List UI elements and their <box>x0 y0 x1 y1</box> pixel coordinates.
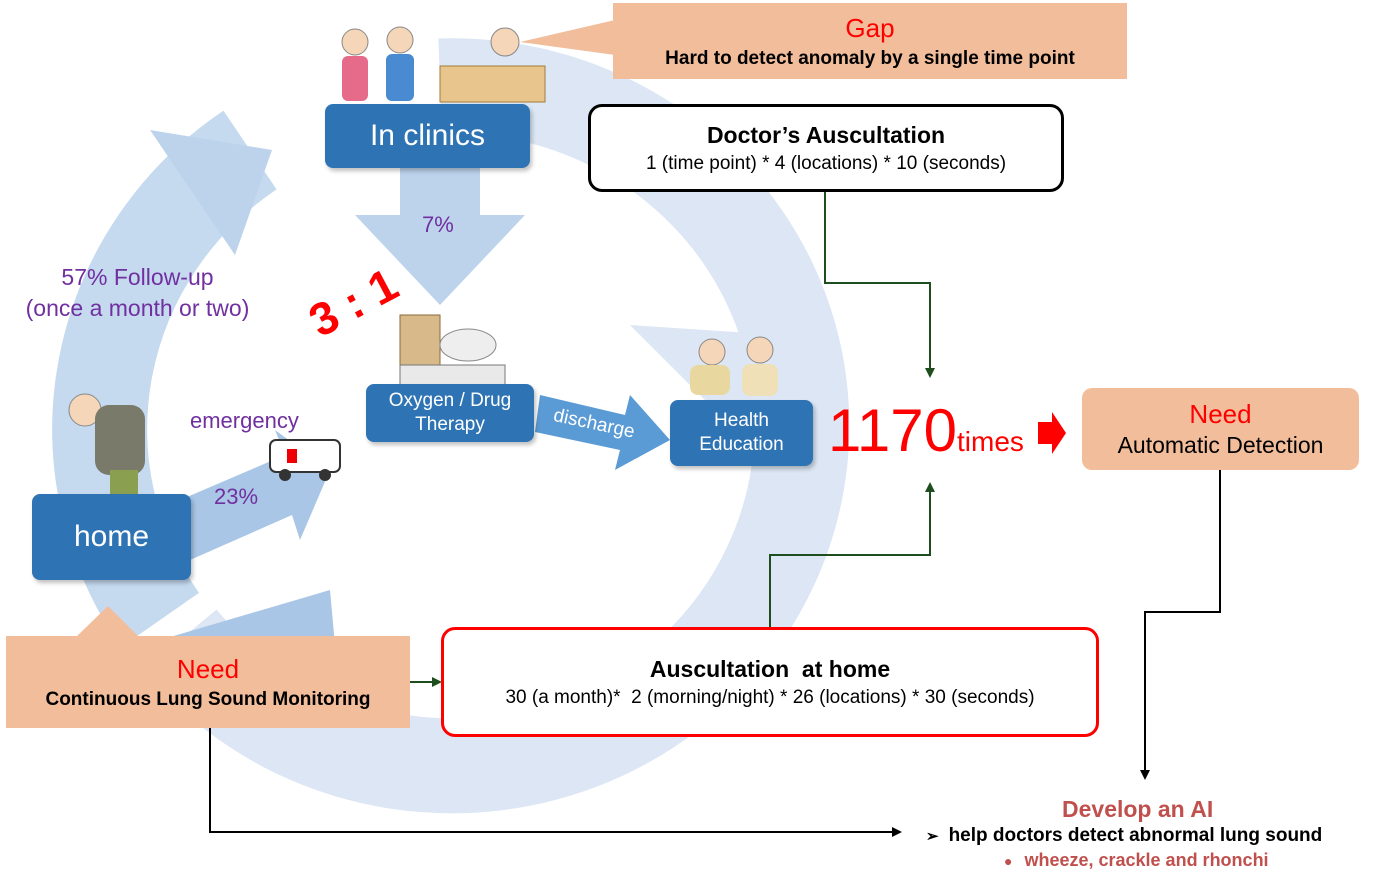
times-number: 1170 <box>828 397 958 464</box>
gap-title: Gap <box>845 12 895 43</box>
need-auto-text: Automatic Detection <box>1117 432 1324 458</box>
home-box: home <box>32 494 191 580</box>
therapy-line2: Therapy <box>415 414 485 435</box>
followup-label: 57% Follow-up (once a month or two) <box>10 262 265 324</box>
health-line1: Health <box>714 410 769 431</box>
doctor-connector <box>824 190 935 378</box>
gap-pointer <box>520 20 615 55</box>
gap-text: Hard to detect anomaly by a single time … <box>665 47 1075 69</box>
ai-title: Develop an AI <box>1062 796 1214 822</box>
hospital-bed-illustration <box>399 314 506 386</box>
home-auscultation-box: Auscultation at home 30 (a month)* 2 (mo… <box>441 627 1099 737</box>
doctor-desk-illustration <box>439 27 546 103</box>
health-box: Health Education <box>670 400 813 466</box>
coughing-man-illustration <box>68 393 145 498</box>
ai-bullet2: ● wheeze, crackle and rhonchi <box>1004 850 1269 871</box>
doctor-auscultation-box: Doctor’s Auscultation 1 (time point) * 4… <box>588 104 1064 192</box>
discharge-arrow <box>535 395 670 470</box>
need-cont-box: Need Continuous Lung Sound Monitoring <box>6 636 410 728</box>
home-label: home <box>73 520 150 553</box>
pct23-label: 23% <box>214 484 259 509</box>
home-ausc-title: Auscultation at home <box>649 655 891 682</box>
clinics-label: In clinics <box>369 119 486 152</box>
times-value: 1170times <box>828 396 1024 465</box>
emergency-label: emergency <box>190 408 299 433</box>
ai-bullet1-text: help doctors detect abnormal lung sound <box>948 825 1323 846</box>
home-ausc-detail: 30 (a month)* 2 (morning/night) * 26 (lo… <box>505 686 1035 708</box>
doctor-detail: 1 (time point) * 4 (locations) * 10 (sec… <box>645 152 1007 174</box>
ai-bullet1: ➢ help doctors detect abnormal lung sound <box>926 825 1322 847</box>
elderly-couple-illustration <box>341 26 414 101</box>
doctor-title: Doctor’s Auscultation <box>706 121 946 148</box>
times-arrow <box>1038 412 1066 454</box>
pct7-label: 7% <box>422 212 454 237</box>
need-auto-title: Need <box>1189 399 1252 429</box>
dot-bullet-icon: ● <box>1004 853 1013 869</box>
home-ausc-connector <box>769 482 935 628</box>
down-arrow <box>355 168 525 305</box>
gap-box: Gap Hard to detect anomaly by a single t… <box>613 3 1127 79</box>
clinics-box: In clinics <box>325 104 530 168</box>
ambulance-illustration <box>269 439 341 481</box>
ai-bullet2-text: wheeze, crackle and rhonchi <box>1024 850 1269 870</box>
followup-arrowhead <box>150 130 272 255</box>
therapy-line1: Oxygen / Drug <box>388 390 512 411</box>
therapy-box: Oxygen / Drug Therapy <box>366 384 534 442</box>
arrow-bullet-icon: ➢ <box>926 828 939 845</box>
need-auto-connector <box>1140 470 1221 780</box>
need-auto-box: Need Automatic Detection <box>1082 388 1359 470</box>
health-line2: Education <box>699 434 784 455</box>
followup-line1: 57% Follow-up <box>61 264 214 290</box>
need-pointer <box>75 606 140 638</box>
followup-line2: (once a month or two) <box>25 295 250 321</box>
need-cont-connector <box>209 728 902 837</box>
times-unit: times <box>957 426 1024 457</box>
need-cont-title: Need <box>176 653 240 684</box>
exercise-elders-illustration <box>690 336 778 396</box>
need-cont-text: Continuous Lung Sound Monitoring <box>45 688 371 710</box>
